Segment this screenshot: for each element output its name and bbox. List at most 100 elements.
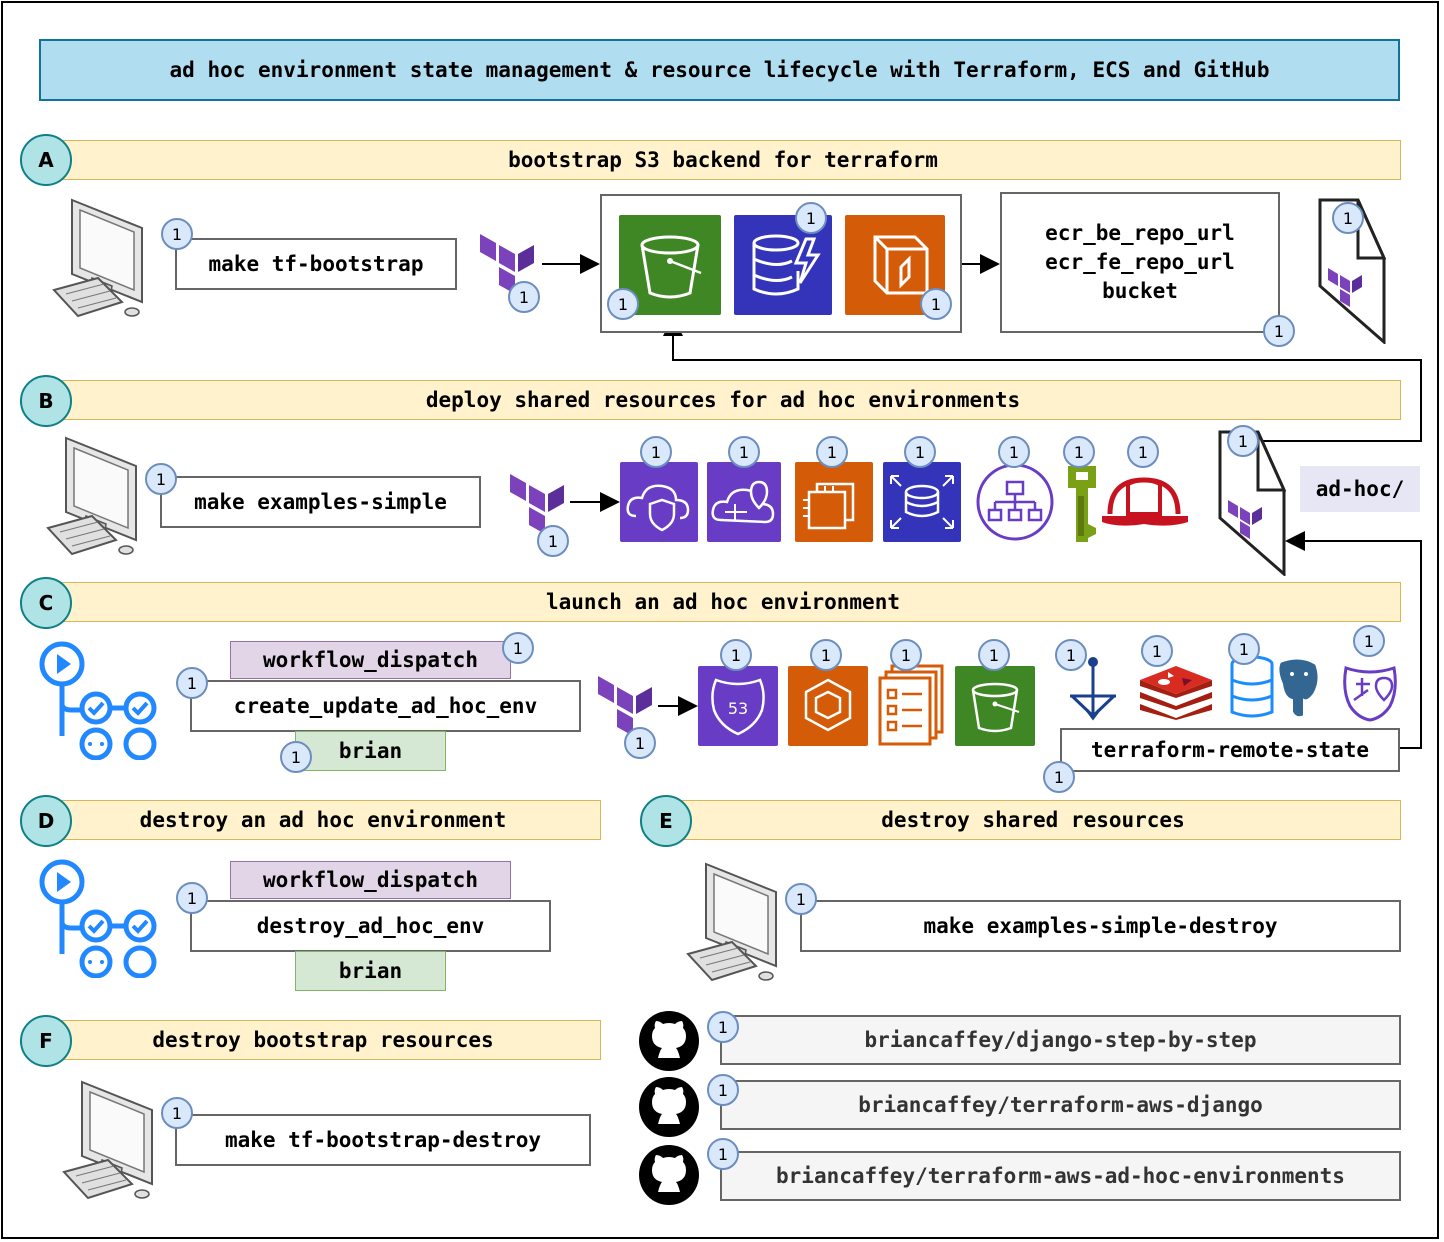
svg-text:53: 53 bbox=[728, 699, 748, 718]
badge: 1 bbox=[1043, 761, 1075, 793]
remote-state-arrows-icon bbox=[1070, 657, 1116, 721]
command-tf-bootstrap[interactable]: make tf-bootstrap bbox=[175, 238, 457, 290]
terraform-icon bbox=[598, 676, 652, 736]
computer-icon bbox=[52, 198, 143, 318]
s3-bucket-icon bbox=[955, 666, 1035, 746]
badge: 1 bbox=[176, 667, 208, 699]
banner-c: launch an ad hoc environment bbox=[45, 582, 1401, 622]
ec2-icon bbox=[795, 462, 873, 542]
alb-icon bbox=[976, 463, 1054, 541]
badge: 1 bbox=[537, 525, 569, 557]
command-examples-simple[interactable]: make examples-simple bbox=[160, 476, 481, 528]
badge: 1 bbox=[998, 436, 1030, 468]
badge: 1 bbox=[785, 883, 817, 915]
badge: 1 bbox=[280, 741, 312, 773]
repo-link[interactable]: briancaffey/terraform-aws-ad-hoc-environ… bbox=[720, 1151, 1401, 1201]
badge: 1 bbox=[161, 1097, 193, 1129]
github-icon bbox=[639, 1145, 699, 1205]
terraform-state-file-icon bbox=[1318, 198, 1386, 344]
section-letter-f: F bbox=[20, 1015, 72, 1067]
badge: 1 bbox=[1228, 633, 1260, 665]
terraform-remote-state: terraform-remote-state bbox=[1060, 728, 1400, 772]
badge: 1 bbox=[890, 639, 922, 671]
badge: 1 bbox=[920, 288, 952, 320]
banner-d: destroy an ad hoc environment bbox=[45, 800, 601, 840]
section-letter-b: B bbox=[20, 375, 72, 427]
badge: 1 bbox=[624, 727, 656, 759]
banner-a: bootstrap S3 backend for terraform bbox=[45, 140, 1401, 180]
badge: 1 bbox=[707, 1138, 739, 1170]
badge: 1 bbox=[1332, 202, 1364, 234]
badge: 1 bbox=[795, 202, 827, 234]
trigger-workflow-dispatch: workflow_dispatch bbox=[230, 641, 511, 679]
badge: 1 bbox=[1141, 635, 1173, 667]
computer-icon bbox=[686, 862, 777, 982]
badge: 1 bbox=[1127, 436, 1159, 468]
section-letter-a: A bbox=[20, 134, 72, 186]
dynamodb-icon bbox=[734, 215, 832, 315]
bootstrap-outputs: ecr_be_repo_url ecr_fe_repo_url bucket bbox=[1000, 192, 1280, 333]
postgres-icon bbox=[1230, 655, 1320, 719]
computer-icon bbox=[62, 1080, 153, 1200]
badge: 1 bbox=[176, 882, 208, 914]
env-name-brian: brian bbox=[295, 731, 446, 771]
command-examples-simple-destroy[interactable]: make examples-simple-destroy bbox=[800, 900, 1401, 952]
rds-icon bbox=[883, 462, 961, 542]
banner-f: destroy bootstrap resources bbox=[45, 1020, 601, 1060]
badge: 1 bbox=[707, 1011, 739, 1043]
badge: 1 bbox=[161, 218, 193, 250]
terraform-icon bbox=[480, 234, 534, 294]
output-bucket: bucket bbox=[1102, 279, 1178, 303]
section-letter-e: E bbox=[640, 795, 692, 847]
diagram-title: ad hoc environment state management & re… bbox=[39, 39, 1400, 101]
bastion-helmet-icon bbox=[1102, 477, 1188, 526]
vpc-icon bbox=[620, 462, 698, 542]
github-icon bbox=[639, 1011, 699, 1071]
badge: 1 bbox=[904, 436, 936, 468]
computer-icon bbox=[46, 436, 137, 556]
github-actions-icon bbox=[39, 859, 157, 978]
arrow-state-to-bucket bbox=[663, 316, 1422, 442]
badge: 1 bbox=[728, 436, 760, 468]
repo-link[interactable]: briancaffey/django-step-by-step bbox=[720, 1015, 1401, 1065]
badge: 1 bbox=[978, 639, 1010, 671]
badge: 1 bbox=[810, 639, 842, 671]
badge: 1 bbox=[1055, 639, 1087, 671]
state-prefix-label: ad-hoc/ bbox=[1300, 466, 1420, 512]
badge: 1 bbox=[607, 288, 639, 320]
route53-icon: 53 bbox=[698, 666, 778, 746]
badge: 1 bbox=[707, 1074, 739, 1106]
ecs-icon bbox=[788, 666, 868, 746]
banner-e: destroy shared resources bbox=[665, 800, 1401, 840]
badge: 1 bbox=[1263, 315, 1295, 347]
github-icon bbox=[639, 1077, 699, 1137]
badge: 1 bbox=[145, 463, 177, 495]
workflow-create-update-ad-hoc-env[interactable]: create_update_ad_hoc_env bbox=[190, 680, 581, 732]
workflow-destroy-ad-hoc-env[interactable]: destroy_ad_hoc_env bbox=[190, 900, 551, 952]
terraform-icon bbox=[510, 474, 564, 534]
task-definition-icon bbox=[878, 664, 944, 746]
terraform-state-file-icon bbox=[1218, 430, 1286, 576]
section-letter-d: D bbox=[20, 795, 72, 847]
badge: 1 bbox=[508, 281, 540, 313]
output-ecr-fe-repo-url: ecr_fe_repo_url bbox=[1045, 250, 1235, 274]
command-tf-bootstrap-destroy[interactable]: make tf-bootstrap-destroy bbox=[175, 1114, 591, 1166]
github-actions-icon bbox=[39, 641, 157, 760]
banner-b: deploy shared resources for ad hoc envir… bbox=[45, 380, 1401, 420]
key-icon bbox=[1068, 466, 1096, 542]
cloud-map-icon bbox=[1343, 666, 1397, 722]
redis-icon bbox=[1140, 666, 1212, 720]
badge: 1 bbox=[1063, 436, 1095, 468]
cloud-map-icon bbox=[707, 462, 781, 542]
badge: 1 bbox=[640, 436, 672, 468]
arrow-remote-state-to-state bbox=[1285, 531, 1422, 749]
badge: 1 bbox=[502, 632, 534, 664]
badge: 1 bbox=[1227, 425, 1259, 457]
output-ecr-be-repo-url: ecr_be_repo_url bbox=[1045, 221, 1235, 245]
trigger-workflow-dispatch: workflow_dispatch bbox=[230, 861, 511, 899]
section-letter-c: C bbox=[20, 577, 72, 629]
repo-link[interactable]: briancaffey/terraform-aws-django bbox=[720, 1080, 1401, 1130]
badge: 1 bbox=[816, 436, 848, 468]
